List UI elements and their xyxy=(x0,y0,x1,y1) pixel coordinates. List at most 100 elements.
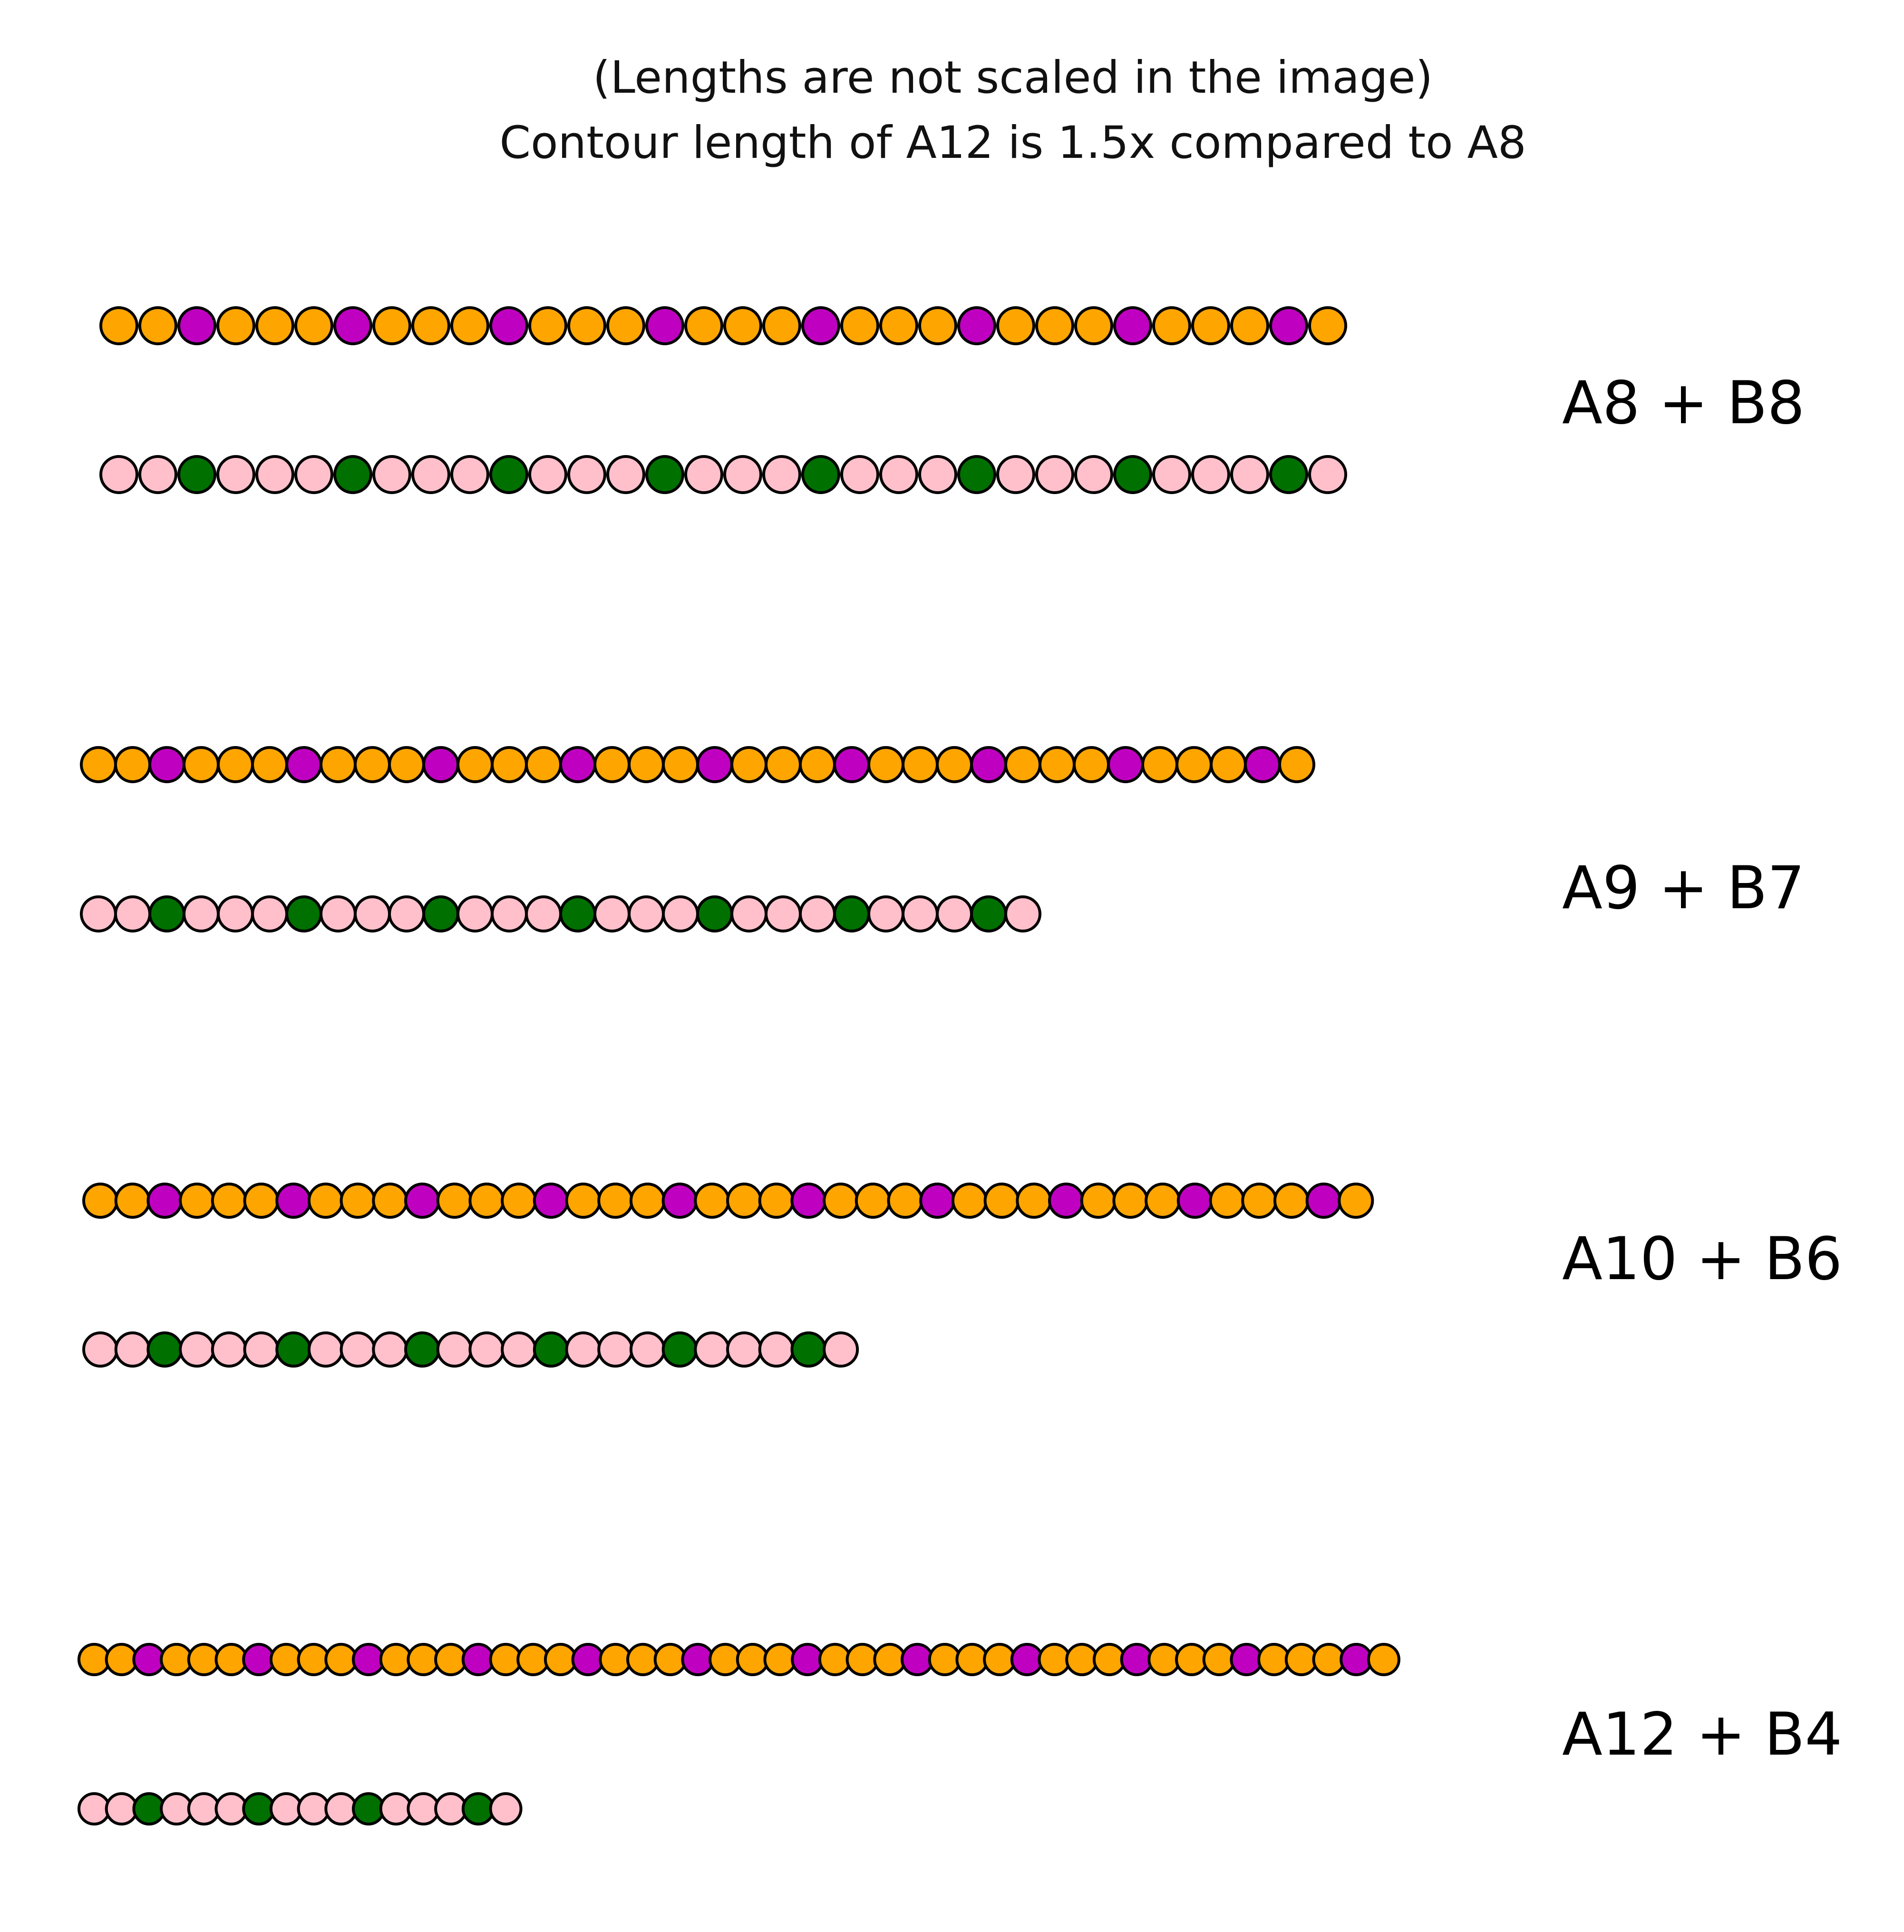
a-spacer-bead xyxy=(78,1643,111,1676)
chain-b-beads xyxy=(99,455,1347,494)
a-spacer-bead xyxy=(297,1643,330,1676)
a-spacer-bead xyxy=(684,306,723,345)
a-spacer-bead xyxy=(1175,1643,1208,1676)
a-spacer-bead xyxy=(187,1643,221,1676)
a-spacer-bead xyxy=(1065,1643,1099,1676)
a-spacer-bead xyxy=(114,746,151,783)
a-spacer-bead xyxy=(407,1643,440,1676)
a-sticker-bead xyxy=(461,1643,495,1676)
a-spacer-bead xyxy=(243,1183,280,1219)
a-sticker-bead xyxy=(970,746,1007,783)
b-spacer-bead xyxy=(1152,455,1191,494)
a-spacer-bead xyxy=(626,1643,660,1676)
a-spacer-bead xyxy=(887,1183,923,1219)
a-spacer-bead xyxy=(955,1643,989,1676)
a-spacer-bead xyxy=(799,746,836,783)
a-sticker-bead xyxy=(1107,746,1144,783)
b-spacer-bead xyxy=(1074,455,1113,494)
b-sticker-bead xyxy=(790,1331,827,1368)
a-spacer-bead xyxy=(80,746,117,783)
a-spacer-bead xyxy=(1284,1643,1318,1676)
system-a8-b8: A8 + B8 xyxy=(99,306,1805,494)
a-spacer-bead xyxy=(255,306,294,345)
a-spacer-bead xyxy=(99,306,138,345)
a-spacer-bead xyxy=(599,1643,632,1676)
b-spacer-bead xyxy=(105,1792,138,1825)
b-sticker-bead xyxy=(275,1331,312,1368)
a-spacer-bead xyxy=(765,746,802,783)
a-spacer-bead xyxy=(217,746,254,783)
b-spacer-bead xyxy=(597,1331,634,1368)
a-spacer-bead xyxy=(1191,306,1230,345)
b-sticker-bead xyxy=(489,455,528,494)
a-spacer-bead xyxy=(983,1183,1020,1219)
b-sticker-bead xyxy=(285,895,322,932)
a-spacer-bead xyxy=(434,1643,468,1676)
chain-b-beads xyxy=(78,1792,523,1825)
b-sticker-bead xyxy=(352,1792,385,1825)
system-a10-b6: A10 + B6 xyxy=(82,1183,1842,1368)
a-spacer-bead xyxy=(845,1643,879,1676)
b-sticker-bead xyxy=(645,455,684,494)
b-sticker-bead xyxy=(333,455,372,494)
b-sticker-bead xyxy=(242,1792,276,1825)
b-spacer-bead xyxy=(340,1331,376,1368)
chain-a-beads xyxy=(78,1643,1400,1676)
b-sticker-bead xyxy=(461,1792,495,1825)
a-spacer-bead xyxy=(873,1643,907,1676)
a-spacer-bead xyxy=(1038,1643,1071,1676)
a-spacer-bead xyxy=(723,306,762,345)
a-spacer-bead xyxy=(1273,1183,1310,1219)
b-sticker-bead xyxy=(177,455,216,494)
b-spacer-bead xyxy=(183,895,220,932)
b-spacer-bead xyxy=(501,1331,537,1368)
b-spacer-bead xyxy=(214,1792,248,1825)
a-spacer-bead xyxy=(251,746,288,783)
b-spacer-bead xyxy=(723,455,762,494)
b-sticker-bead xyxy=(1269,455,1308,494)
b-spacer-bead xyxy=(867,895,904,932)
a-spacer-bead xyxy=(1175,746,1213,783)
chain-a-beads xyxy=(80,746,1315,783)
a-sticker-bead xyxy=(352,1643,385,1676)
a-spacer-bead xyxy=(736,1643,769,1676)
b-spacer-bead xyxy=(138,455,177,494)
b-sticker-bead xyxy=(801,455,840,494)
b-spacer-bead xyxy=(662,895,699,932)
a-spacer-bead xyxy=(489,1643,523,1676)
a-spacer-bead xyxy=(823,1183,859,1219)
a-spacer-bead xyxy=(216,306,255,345)
a-spacer-bead xyxy=(1241,1183,1278,1219)
system-label: A12 + B4 xyxy=(1562,1700,1842,1769)
a-spacer-bead xyxy=(544,1643,577,1676)
b-spacer-bead xyxy=(372,1331,408,1368)
b-spacer-bead xyxy=(567,455,606,494)
a-spacer-bead xyxy=(565,1183,602,1219)
a-spacer-bead xyxy=(1016,1183,1052,1219)
a-spacer-bead xyxy=(918,306,957,345)
a-sticker-bead xyxy=(333,306,372,345)
a-spacer-bead xyxy=(818,1643,852,1676)
a-sticker-bead xyxy=(801,306,840,345)
a-sticker-bead xyxy=(148,746,185,783)
b-spacer-bead xyxy=(765,895,802,932)
a-spacer-bead xyxy=(372,306,411,345)
b-spacer-bead xyxy=(78,1792,111,1825)
b-sticker-bead xyxy=(533,1331,569,1368)
a-spacer-bead xyxy=(726,1183,762,1219)
a-spacer-bead xyxy=(1074,306,1113,345)
b-sticker-bead xyxy=(146,1331,183,1368)
a-spacer-bead xyxy=(1080,1183,1117,1219)
a-spacer-bead xyxy=(1147,1643,1181,1676)
a-spacer-bead xyxy=(662,746,699,783)
a-spacer-bead xyxy=(1152,306,1191,345)
b-spacer-bead xyxy=(762,455,801,494)
b-spacer-bead xyxy=(324,1792,358,1825)
a-spacer-bead xyxy=(1367,1643,1400,1676)
a-spacer-bead xyxy=(936,746,973,783)
a-sticker-bead xyxy=(901,1643,934,1676)
b-spacer-bead xyxy=(179,1331,215,1368)
a-spacer-bead xyxy=(436,1183,473,1219)
a-spacer-bead xyxy=(1092,1643,1126,1676)
